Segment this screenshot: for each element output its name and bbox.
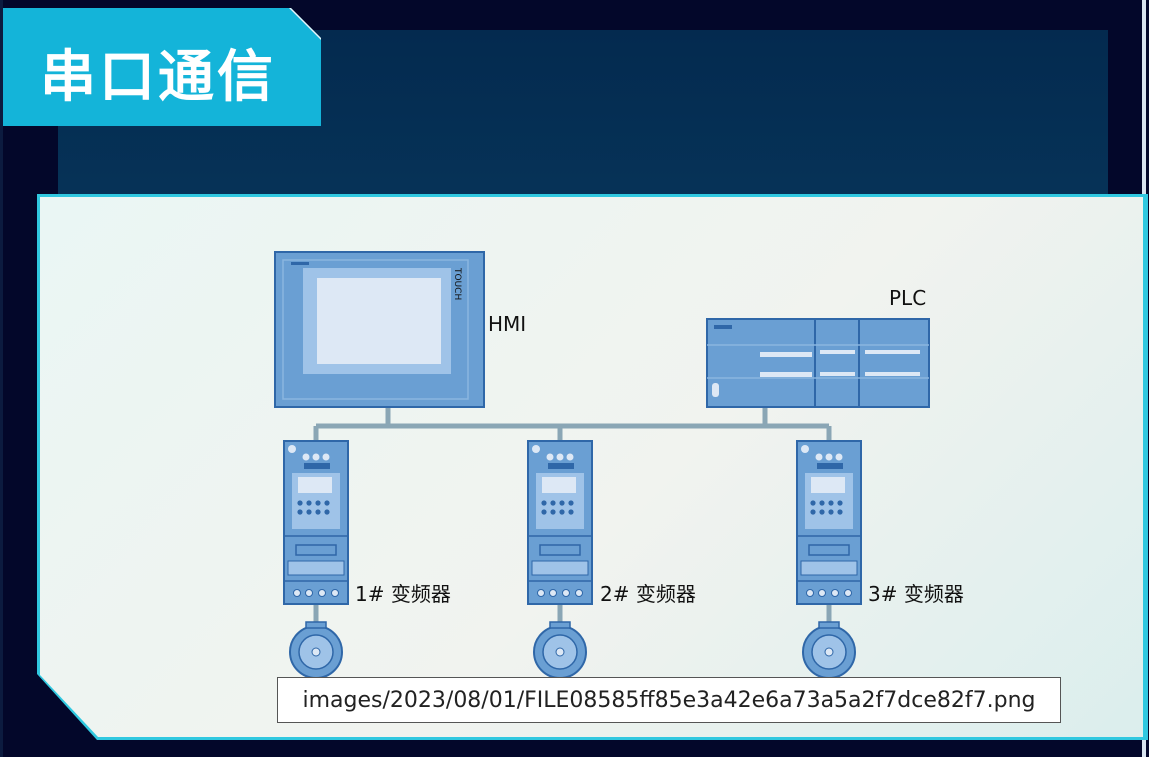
motor-1 bbox=[289, 621, 343, 679]
vfd-2 bbox=[527, 440, 593, 605]
plc-label: PLC bbox=[889, 286, 926, 310]
hmi-brand-text: TOUCH bbox=[452, 267, 462, 300]
motor-2 bbox=[533, 621, 587, 679]
plc-device bbox=[706, 318, 930, 408]
vfd-2-label: 2# 变频器 bbox=[600, 582, 696, 606]
title-badge bbox=[3, 8, 321, 126]
frame-left-edge bbox=[0, 0, 3, 757]
motor-3 bbox=[802, 621, 856, 679]
image-path-caption: images/2023/08/01/FILE08585ff85e3a42e6a7… bbox=[277, 677, 1061, 723]
hmi-device: TOUCH bbox=[274, 251, 485, 408]
vfd-3 bbox=[796, 440, 862, 605]
vfd-1 bbox=[283, 440, 349, 605]
communication-bus bbox=[313, 407, 832, 622]
vfd-1-label: 1# 变频器 bbox=[355, 582, 451, 606]
vfd-3-label: 3# 变频器 bbox=[868, 582, 964, 606]
page-title: 串口通信 bbox=[40, 45, 276, 110]
hmi-label: HMI bbox=[488, 312, 526, 336]
